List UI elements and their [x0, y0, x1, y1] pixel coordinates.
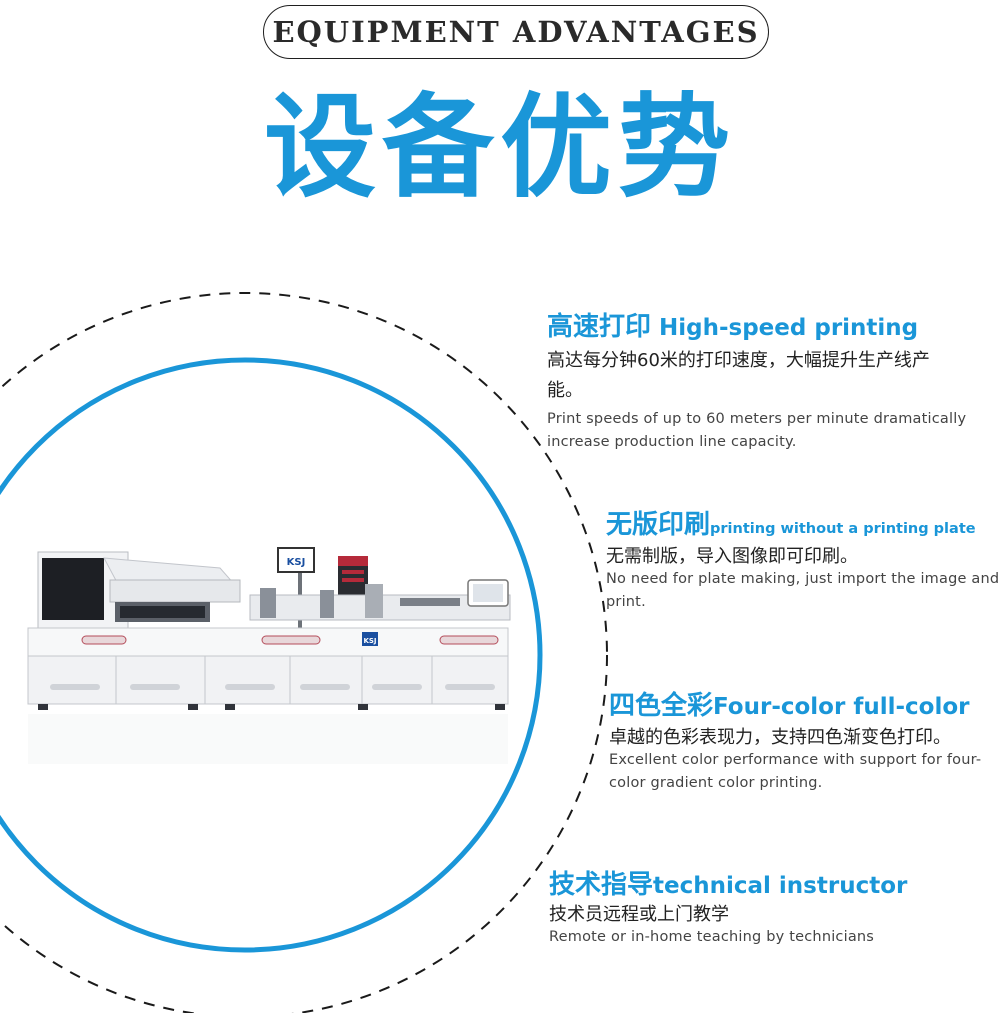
feature-title: 四色全彩Four-color full-color — [609, 692, 1000, 721]
feature-desc-cn: 无需制版，导入图像即可印刷。 — [606, 545, 858, 567]
feature-title-cn: 四色全彩 — [609, 691, 714, 721]
feature-desc-cn: 卓越的色彩表现力，支持四色渐变色打印。 — [609, 726, 951, 748]
feature-technical-guidance: 技术指导technical instructor 技术员远程或上门教学 Remo… — [549, 871, 989, 949]
feature-full-color: 四色全彩Four-color full-color 卓越的色彩表现力，支持四色渐… — [609, 692, 1000, 795]
printing-machine-image: KSJ KSJ — [27, 547, 511, 764]
feature-title: 技术指导technical instructor — [549, 871, 989, 900]
feature-plateless: 无版印刷printing without a printing plate 无需… — [606, 511, 1000, 614]
header-pill: EQUIPMENT ADVANTAGES — [263, 5, 769, 59]
feature-title: 无版印刷printing without a printing plate — [606, 511, 1000, 540]
chinese-title: 设备优势 — [264, 83, 736, 213]
feature-desc-en: No need for plate making, just import th… — [606, 570, 1000, 610]
feature-desc-cn: 技术员远程或上门教学 — [549, 903, 729, 925]
feature-title-cn: 高速打印 — [547, 312, 652, 342]
feature-title-en: printing without a printing plate — [710, 521, 976, 537]
feature-title-en: technical instructor — [653, 873, 908, 899]
english-title: EQUIPMENT ADVANTAGES — [272, 15, 760, 49]
inner-blue-circle — [0, 357, 543, 953]
panel-logo: KSJ — [363, 637, 376, 645]
outer-dashed-circle — [0, 292, 608, 1013]
feature-desc-en: Excellent color performance with support… — [609, 751, 982, 791]
feature-title-en: Four-color full-color — [713, 694, 970, 720]
feature-desc-en: Remote or in-home teaching by technician… — [549, 928, 875, 945]
feature-title-en: High-speed printing — [659, 315, 919, 341]
feature-high-speed: 高速打印 High-speed printing 高达每分钟60米的打印速度，大幅… — [547, 313, 987, 454]
monitor-logo: KSJ — [287, 557, 306, 568]
feature-desc-en: Print speeds of up to 60 meters per minu… — [547, 410, 967, 450]
feature-title-cn: 无版印刷 — [606, 510, 711, 540]
feature-desc-cn: 高达每分钟60米的打印速度，大幅提升生产线产能。 — [547, 349, 930, 401]
feature-title-cn: 技术指导 — [549, 870, 654, 900]
feature-title: 高速打印 High-speed printing — [547, 313, 987, 342]
